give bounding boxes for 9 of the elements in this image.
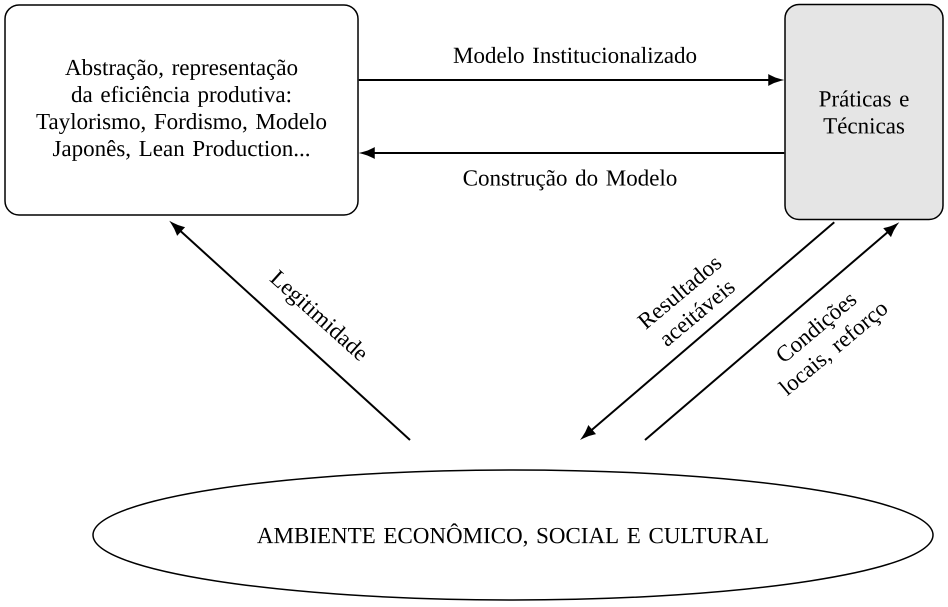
- arrow: [171, 222, 411, 441]
- edge-label: Construção do Modelo: [464, 170, 676, 190]
- practice-box: Práticas e Técnicas: [784, 4, 944, 220]
- arrow: [358, 74, 782, 86]
- edge-label: Modelo Institucionalizado: [454, 46, 696, 64]
- arrow: [362, 148, 784, 158]
- arrow: [644, 224, 898, 441]
- model-box: Abstração, representação da eficiência produtiva: Taylorismo, Fordismo, Modelo Japonês, Lean Production...: [4, 4, 359, 216]
- arrow: [582, 221, 835, 438]
